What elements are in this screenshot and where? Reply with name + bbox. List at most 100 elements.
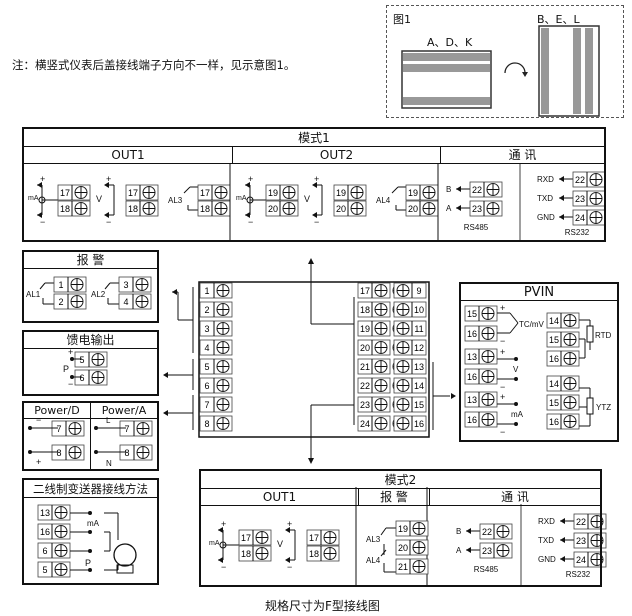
terminal-number: 15 xyxy=(549,335,559,345)
arrow-icon xyxy=(312,212,317,218)
terminal-number: 17 xyxy=(60,188,70,198)
plus-sign: + xyxy=(314,174,319,184)
pvin-title: PVIN xyxy=(461,284,617,301)
rs485-signal-B: B xyxy=(446,185,451,194)
terminal-number: 18 xyxy=(128,204,138,214)
terminal-number: 17 xyxy=(128,188,138,198)
wire xyxy=(509,312,519,324)
terminal-number: 16 xyxy=(467,415,477,425)
rs485-signal-A: A xyxy=(446,204,452,213)
ma-label: mA xyxy=(28,195,39,202)
v-label: V xyxy=(277,539,283,549)
v-label: V xyxy=(96,194,102,204)
rs232-label: RS232 xyxy=(565,228,590,237)
terminal-number: 20 xyxy=(360,343,370,353)
terminal-number: 16 xyxy=(549,354,559,364)
terminal-number: 19 xyxy=(408,188,418,198)
terminal-number: 16 xyxy=(40,527,50,537)
p-label: P xyxy=(63,364,69,374)
terminal-number: 6 xyxy=(42,546,47,556)
wire xyxy=(380,549,387,557)
minus-sign: − xyxy=(40,217,45,227)
plus-sign: + xyxy=(221,519,226,529)
terminal-number: 13 xyxy=(40,508,50,518)
arrow-icon xyxy=(285,557,290,563)
rs232-signal-TXD: TXD xyxy=(538,536,554,545)
rotate-arrow-icon xyxy=(504,62,526,74)
ma-label: mA xyxy=(87,519,100,528)
plus-sign: + xyxy=(40,174,45,184)
note-text: 注：横竖式仪表后盖接线端子方向不一样，见示意图1。 xyxy=(12,58,296,72)
plus-sign: + xyxy=(500,347,505,357)
rs485-signal-A: A xyxy=(456,546,462,555)
wire xyxy=(183,186,191,194)
minus-sign: − xyxy=(248,217,253,227)
terminal-number: 8 xyxy=(124,448,129,458)
terminal-number: 3 xyxy=(123,280,128,290)
rs232-signal-RXD: RXD xyxy=(538,517,555,526)
terminal-number: 23 xyxy=(360,400,370,410)
terminal-number: 24 xyxy=(575,213,585,223)
terminal-number: 18 xyxy=(60,204,70,214)
minus-sign: − xyxy=(106,217,111,227)
terminal-number: 19 xyxy=(336,188,346,198)
terminal-number: 1 xyxy=(58,280,63,290)
terminal-number: 10 xyxy=(414,305,424,315)
mode1-comm-title: 通 讯 xyxy=(440,147,604,164)
wire xyxy=(39,282,46,290)
terminal-number: 3 xyxy=(204,324,209,334)
minus-sign: − xyxy=(314,217,319,227)
mode2-out1-title: OUT1 xyxy=(201,489,358,506)
ma-label: mA xyxy=(236,195,247,202)
terminal-number: 16 xyxy=(467,372,477,382)
terminal-number: 14 xyxy=(549,379,559,389)
terminal-number: 16 xyxy=(414,419,424,429)
arrow-icon xyxy=(451,393,456,399)
terminal-number: 18 xyxy=(360,305,370,315)
terminal-number: 9 xyxy=(416,286,421,296)
terminal-number: 17 xyxy=(200,188,210,198)
v-label: V xyxy=(304,194,310,204)
terminal-number: 15 xyxy=(414,400,424,410)
terminal-number: 22 xyxy=(576,517,586,527)
arrow-icon xyxy=(163,410,168,416)
mode1-title: 模式1 xyxy=(24,129,604,147)
plus-sign: + xyxy=(106,174,111,184)
terminal-number: 6 xyxy=(79,373,84,383)
alarm-title: 报 警 xyxy=(24,252,157,269)
plus-sign: + xyxy=(36,457,41,467)
terminal-number: 24 xyxy=(360,419,370,429)
relay-label: AL3 xyxy=(168,196,183,205)
tc-label: TC/mV xyxy=(519,320,545,329)
dot-icon xyxy=(514,402,518,406)
terminal-number: 15 xyxy=(467,309,477,319)
terminal-number: 19 xyxy=(268,188,278,198)
terminal-number: 23 xyxy=(472,204,482,214)
arrow-icon xyxy=(104,182,109,188)
feed-panel: 馈电输出 xyxy=(22,330,159,396)
terminal-number: 20 xyxy=(408,204,418,214)
dot-icon xyxy=(514,422,518,426)
terminal-number: 23 xyxy=(576,536,586,546)
terminal-number: 22 xyxy=(575,175,585,185)
minus-sign: − xyxy=(500,427,505,437)
plus-sign: + xyxy=(287,519,292,529)
transmitter-base-icon xyxy=(116,564,134,574)
power-d-title: Power/D xyxy=(24,403,90,419)
n-label: N xyxy=(106,459,112,468)
vertical-label: B、E、L xyxy=(537,13,580,26)
terminal-number: 5 xyxy=(79,355,84,365)
mode1-panel: 模式1 OUT1 OUT2 通 讯 xyxy=(22,127,606,242)
instrument-body xyxy=(198,281,430,438)
terminal-number: 8 xyxy=(204,419,209,429)
terminal-number: 5 xyxy=(42,565,47,575)
plus-sign: + xyxy=(248,174,253,184)
rtd-label: RTD xyxy=(595,331,612,340)
arrow-icon xyxy=(312,182,317,188)
power-a-title: Power/A xyxy=(90,403,157,419)
terminal-number: 16 xyxy=(549,417,559,427)
rs485-label: RS485 xyxy=(464,223,489,232)
feed-title: 馈电输出 xyxy=(24,332,157,349)
al4-label: AL4 xyxy=(366,556,381,565)
